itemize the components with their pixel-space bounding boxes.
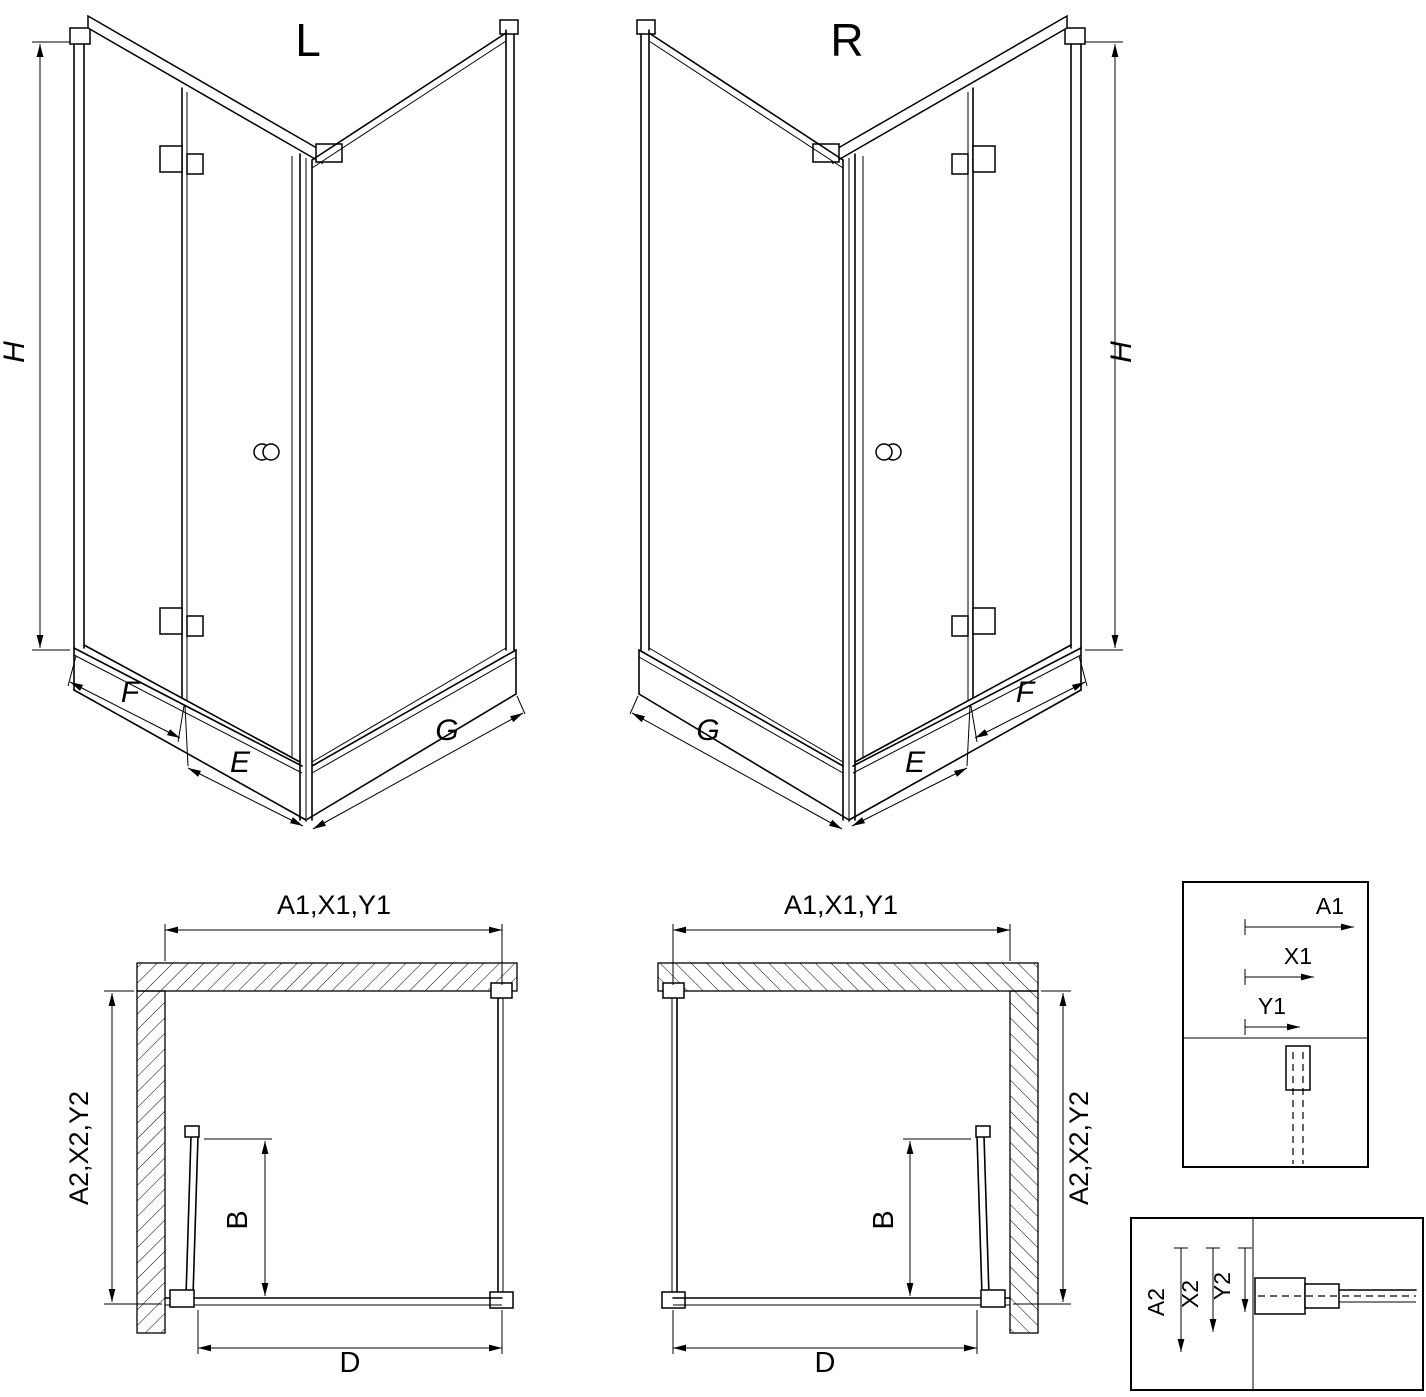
plan-view-left (104, 924, 518, 1354)
wall-post-profile (69, 27, 91, 649)
iso-right-dim-h: H (1105, 341, 1138, 363)
detail-top-dim-y1: Y1 (1258, 993, 1286, 1019)
plan-left-dim-b: B (222, 1210, 254, 1229)
plan-left-dim-side: A2,X2,Y2 (64, 1091, 94, 1205)
iso-left-dim-e: E (230, 746, 251, 779)
plan-left-dim-d: D (340, 1347, 361, 1379)
plan-right-dim-side: A2,X2,Y2 (1064, 1091, 1094, 1205)
folded-door (169, 1125, 200, 1308)
plan-right-dim-b: B (868, 1210, 900, 1229)
dimension-h (32, 41, 70, 651)
bottom-rail (164, 1297, 503, 1306)
hinge-top (159, 145, 204, 175)
detail-bottom-dim-a2: A2 (1143, 1288, 1169, 1316)
plan-right-dim-top: A1,X1,Y1 (784, 890, 898, 920)
folding-door-panel (83, 87, 301, 763)
iso-right-dim-f: F (1016, 676, 1036, 709)
iso-view-left (32, 14, 526, 830)
dimension-a1-x1-y1 (164, 924, 503, 985)
fixed-side-panel (311, 19, 519, 763)
detail-top-profile (1182, 881, 1369, 1168)
detail-bottom-profile (1130, 1217, 1424, 1391)
iso-right-dim-e: E (905, 746, 926, 779)
plan-view-right (658, 924, 1071, 1354)
door-knob-icon (253, 443, 280, 461)
iso-right-dim-g: G (696, 714, 719, 747)
hinge-bottom (159, 607, 204, 637)
dimension-g (312, 695, 526, 830)
labels: L H F E G R H F E G A1,X1,Y1 A2,X2,Y2 B … (0, 14, 1344, 1379)
detail-bottom-dim-y2: Y2 (1209, 1272, 1235, 1300)
detail-top-dim-a1: A1 (1316, 893, 1344, 919)
detail-bottom-dim-x2: X2 (1177, 1280, 1203, 1308)
iso-left-dim-h: H (0, 341, 31, 363)
dimension-e (184, 705, 304, 827)
iso-left-title: L (295, 14, 321, 66)
iso-view-right (630, 16, 1123, 829)
iso-left-dim-f: F (121, 676, 141, 709)
plan-right-dim-d: D (815, 1347, 836, 1379)
corner-post (299, 153, 313, 822)
dimension-d (197, 1310, 503, 1354)
fixed-glass-panel (489, 982, 514, 1309)
detail-top-dim-x1: X1 (1284, 943, 1312, 969)
iso-right-title: R (830, 14, 863, 66)
wall-section-hatched (136, 962, 518, 1334)
dimension-f (67, 655, 185, 743)
dimension-a2-x2-y2 (104, 990, 162, 1305)
plan-left-dim-top: A1,X1,Y1 (277, 890, 391, 920)
iso-left-dim-g: G (435, 714, 458, 747)
top-support-bar (87, 14, 343, 165)
dimension-b (204, 1138, 272, 1296)
